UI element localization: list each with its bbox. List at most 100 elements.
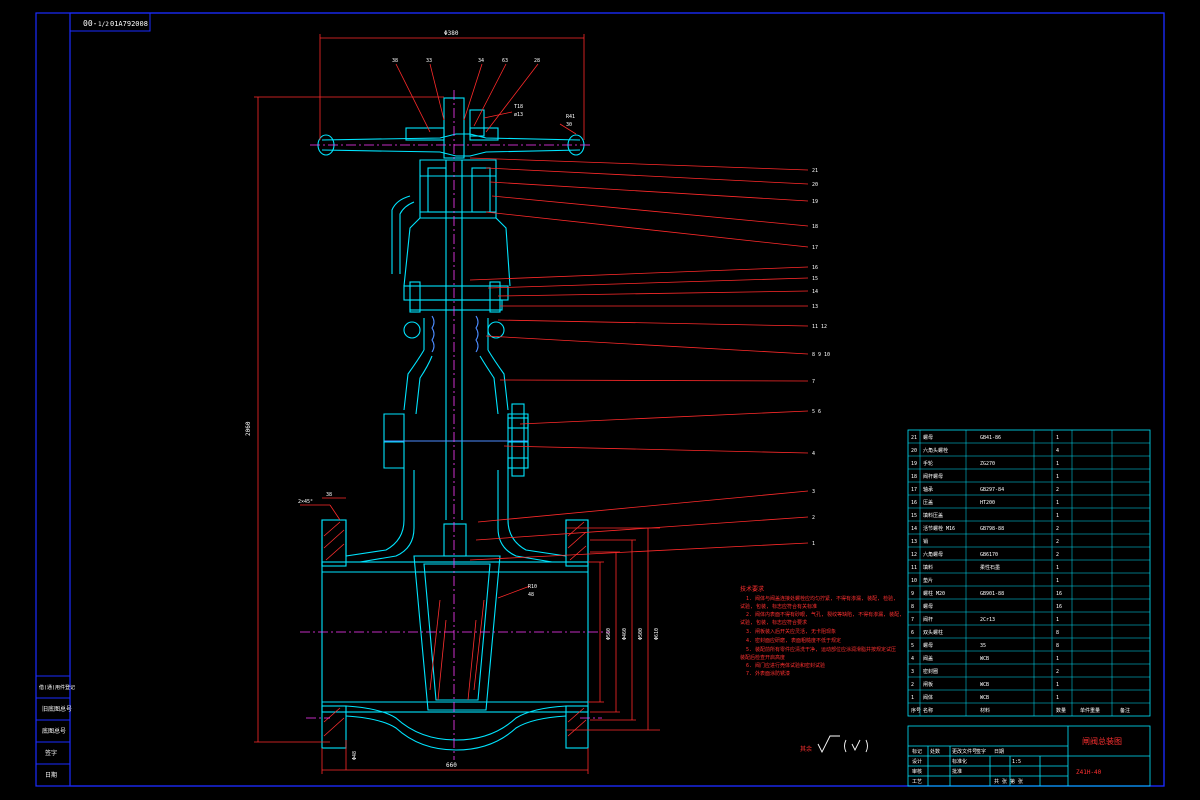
title-label-1: 处数 <box>930 748 940 755</box>
leader-line <box>491 195 809 227</box>
bom-cell: 阀体 <box>923 694 933 701</box>
title-role-3: 标准化 <box>952 758 967 765</box>
bom-cell: 1 <box>1056 617 1059 623</box>
dim-stem-b: ø13 <box>514 112 523 118</box>
leader-line <box>487 277 809 289</box>
left-strip-0: 借(通)用件登记 <box>39 684 75 691</box>
bom-cell: 六角头螺栓 <box>923 447 948 454</box>
dim-dia-d: Φ610 <box>654 628 660 640</box>
bom-cell: 手轮 <box>923 460 933 467</box>
bom-cell: 1 <box>911 695 914 701</box>
bom-cell: GB297-84 <box>980 487 1004 493</box>
tech-req-line-1: 试验, 包装, 标志应符合有关标准 <box>740 603 817 610</box>
bom-cell: 活节螺栓 M16 <box>923 525 955 532</box>
title-role-1: 审核 <box>912 768 922 775</box>
bom-cell: 4 <box>1056 448 1059 454</box>
leader-line <box>485 335 809 355</box>
drawing-no: Z41H-40 <box>1076 769 1102 776</box>
leader-line <box>497 319 809 327</box>
bom-cell: 密封圈 <box>923 668 938 675</box>
tech-req-line-4: 3. 闸板装入后开关应灵活, 无卡阻现象 <box>746 628 836 635</box>
left-strip-3: 签字 <box>45 749 57 757</box>
leader-item-label: 17 <box>812 245 818 251</box>
bom-cell: 1 <box>1056 578 1059 584</box>
leader-item-label: 20 <box>812 182 818 188</box>
dim-bottom-small: Φ48 <box>352 751 358 760</box>
leader-item-label: 19 <box>812 199 818 205</box>
leader-item-label: 1 <box>812 541 815 547</box>
left-strip <box>35 675 71 787</box>
bom-cell: 2 <box>1056 539 1059 545</box>
bom-cell: 垫片 <box>923 577 933 584</box>
bom-cell: WCB <box>980 682 989 688</box>
bom-cell: 35 <box>980 643 986 649</box>
bom-cell: 1 <box>1056 695 1059 701</box>
leader-line <box>499 379 809 382</box>
leader-line <box>503 445 809 454</box>
dim-dia-a: Φ560 <box>606 628 612 640</box>
title-sheet: 共 张 第 张 <box>994 778 1023 785</box>
left-strip-2: 底图总号 <box>42 727 66 735</box>
bom-cell: 20 <box>911 448 917 454</box>
title-label-0: 标记 <box>912 748 922 755</box>
bom-cell: 六角螺母 <box>923 551 943 558</box>
bom-header-cell: 数量 <box>1056 707 1066 714</box>
bom-cell: 7 <box>911 617 914 623</box>
bom-cell: 1 <box>1056 461 1059 467</box>
leader-line <box>489 181 809 202</box>
title-label-4: 日期 <box>994 749 1004 755</box>
dim-dia-c: Φ500 <box>638 628 644 640</box>
top-callout-0: 38 <box>392 58 398 64</box>
bom-cell: 压盖 <box>923 499 933 506</box>
tech-req-line-9: 7. 外表面涂防锈漆 <box>746 670 790 677</box>
bom-cell: 13 <box>911 539 917 545</box>
tech-req-title: 技术要求 <box>740 585 764 593</box>
tech-requirements: 技术要求 1. 阀体与阀盖连接处螺栓应均匀拧紧, 不得有渗漏, 装配, 检验, … <box>740 585 902 677</box>
item-leaders <box>469 157 809 561</box>
left-strip-4: 日期 <box>45 771 57 779</box>
tech-req-line-0: 1. 阀体与阀盖连接处螺栓应均匀拧紧, 不得有渗漏, 装配, 检验, <box>746 595 896 602</box>
bom-cell: 1 <box>1056 565 1059 571</box>
bom-cell: 10 <box>911 578 917 584</box>
bom-cell: 4 <box>911 656 914 662</box>
bom-cell: HT200 <box>980 500 995 506</box>
bom-cell: 2 <box>1056 487 1059 493</box>
title-role-0: 设计 <box>912 758 922 765</box>
roughness-note: 其余 <box>800 745 812 753</box>
leader-line <box>475 516 809 541</box>
bom-cell: 9 <box>911 591 914 597</box>
leader-item-label: 5 6 <box>812 409 821 415</box>
bom-cell: 2 <box>1056 526 1059 532</box>
bom-cell: WCB <box>980 695 989 701</box>
title-role-2: 工艺 <box>912 779 922 785</box>
bom-cell: 15 <box>911 513 917 519</box>
bom-cell: 阀杆螺母 <box>923 473 943 480</box>
leader-item-label: 7 <box>812 379 815 385</box>
leader-line <box>469 542 809 561</box>
tech-req-line-6: 5. 装配前所有零件应清洗干净, 运动部位应涂润滑脂并按规定试压 <box>746 646 896 653</box>
bom-cell: 阀杆 <box>923 616 933 623</box>
bom-cell: 闸板 <box>923 681 933 688</box>
dim-stem-a: T18 <box>514 104 523 110</box>
bom-cell: 螺母 <box>923 642 933 649</box>
tech-req-line-8: 6. 阀门应进行壳体试验和密封试验 <box>746 662 825 669</box>
bom-cell: 销 <box>923 538 928 545</box>
dim-chamfer: 2×45° <box>298 499 313 505</box>
leader-item-label: 21 <box>812 168 818 174</box>
leader-line <box>469 157 809 171</box>
top-callouts <box>395 63 539 133</box>
left-strip-1: 旧底图总号 <box>42 705 72 713</box>
corner-tag-number: 01A792008 <box>110 20 148 28</box>
leader-line <box>485 211 809 248</box>
valve-section <box>317 97 589 751</box>
bom-cell: 2 <box>1056 552 1059 558</box>
bom-header-cell: 序号 <box>911 707 921 714</box>
bom-cell: 轴承 <box>923 486 933 493</box>
leader-item-label: 15 <box>812 276 818 282</box>
leader-item-label: 14 <box>812 289 818 295</box>
dim-bottom-length: 660 <box>446 762 457 769</box>
bom-cell: 柔性石墨 <box>980 564 1000 571</box>
bom-cell: 1 <box>1056 682 1059 688</box>
bom-cell: 5 <box>911 643 914 649</box>
